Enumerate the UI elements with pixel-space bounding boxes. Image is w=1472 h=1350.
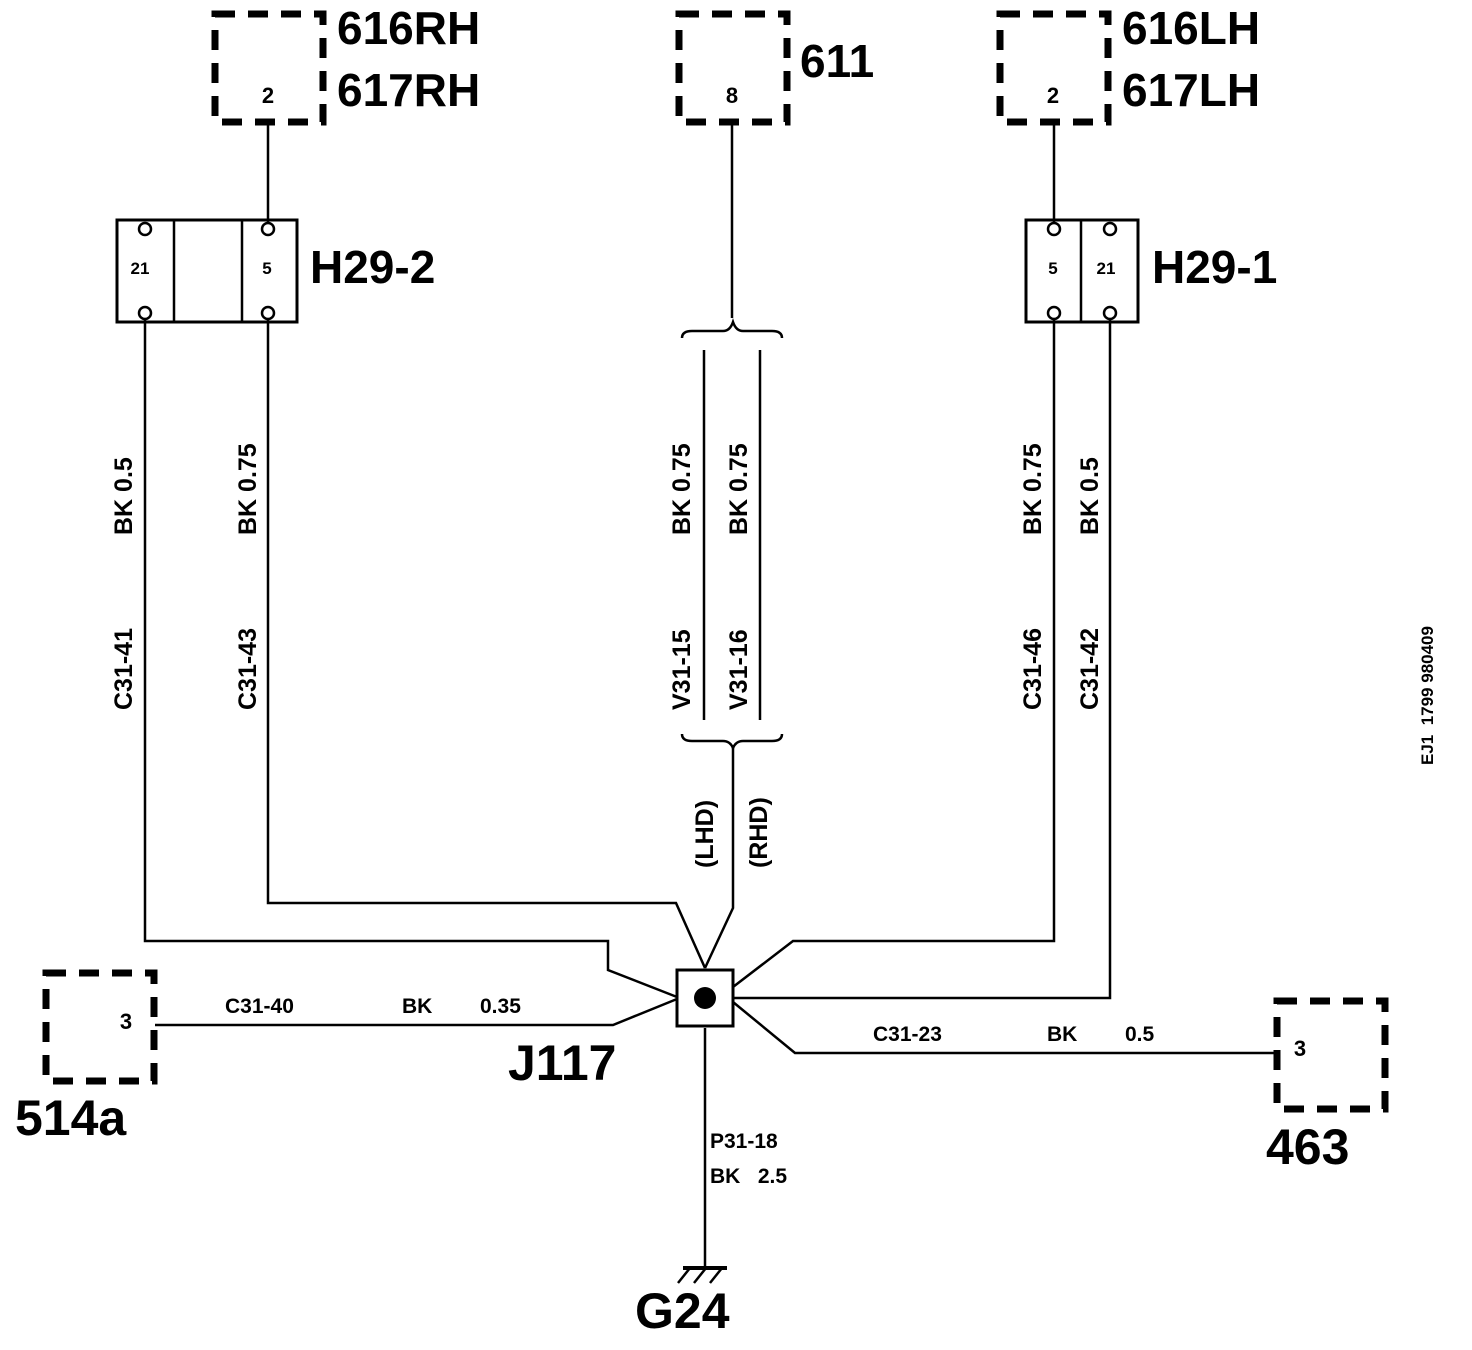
connector-label-h29-2: H29-2 xyxy=(310,241,435,293)
wire-label-c31-23: C31-23 BK 0.5 xyxy=(873,1023,1155,1046)
pin-label: 3 xyxy=(120,1009,132,1034)
connector-h29-1: 5 21 H29-1 xyxy=(1024,218,1277,324)
wire-code: C31-42 xyxy=(1076,628,1104,710)
component-label-617lh: 617LH xyxy=(1122,64,1260,116)
pin-label: 2 xyxy=(1047,83,1059,108)
component-label-611: 611 xyxy=(800,35,874,87)
connector-h29-2: 21 5 H29-2 xyxy=(115,218,435,324)
connector-label-h29-1: H29-1 xyxy=(1152,241,1277,293)
wire-code: C31-40 xyxy=(225,995,294,1018)
wire-label-v31-16: V31-16 BK 0.75 xyxy=(725,443,753,710)
pin-label: 3 xyxy=(1294,1036,1306,1061)
ground-label: G24 xyxy=(635,1283,730,1339)
wire-code: C31-23 xyxy=(873,1023,942,1046)
wire-code: P31-18 xyxy=(710,1130,778,1153)
variant-label-rhd: (RHD) xyxy=(745,797,773,868)
wire-code: C31-46 xyxy=(1019,628,1047,710)
wire-spec: BK 0.5 xyxy=(1076,457,1104,535)
wire-label-c31-46: C31-46 BK 0.75 xyxy=(1019,443,1047,710)
variant-label-lhd: (LHD) xyxy=(691,800,719,868)
wire-label-c31-40: C31-40 BK 0.35 xyxy=(225,995,521,1018)
component-616-617-lh: 616LH 617LH 2 xyxy=(996,2,1260,126)
splice-j117: J117 xyxy=(508,968,735,1091)
diagram-reference: EJ1 1799 980409 xyxy=(1418,626,1437,765)
wire-spec: BK 0.75 xyxy=(234,443,262,535)
splice-label: J117 xyxy=(508,1035,616,1091)
variant-braces xyxy=(680,318,784,752)
wire-spec: BK 0.75 xyxy=(725,443,753,535)
component-611: 611 8 xyxy=(675,10,874,126)
component-463: 3 463 xyxy=(1266,997,1389,1175)
wire-spec: BK 0.75 xyxy=(1019,443,1047,535)
component-label-616rh: 616RH xyxy=(337,2,480,54)
wire-code: C31-43 xyxy=(234,628,262,710)
component-label-616lh: 616LH xyxy=(1122,2,1260,54)
wire-size: 0.35 xyxy=(480,995,521,1018)
wire-code: V31-16 xyxy=(725,629,753,710)
wire-size: 0.5 xyxy=(1125,1023,1155,1046)
wires xyxy=(143,122,1277,1268)
wire-color: BK xyxy=(402,995,432,1018)
component-label-514a: 514a xyxy=(15,1090,127,1146)
wire-label-v31-15: V31-15 BK 0.75 xyxy=(668,443,696,710)
component-label-617rh: 617RH xyxy=(337,64,480,116)
pin-label: 5 xyxy=(262,259,271,278)
wire-color: BK xyxy=(1047,1023,1077,1046)
pin-label: 21 xyxy=(131,259,150,278)
wire-label-c31-43: C31-43 BK 0.75 xyxy=(234,443,262,710)
wire-code: V31-15 xyxy=(668,629,696,710)
ground-g24: G24 xyxy=(635,1266,730,1339)
wire-label-c31-41: C31-41 BK 0.5 xyxy=(110,457,138,710)
wire-spec: BK 0.75 xyxy=(668,443,696,535)
wire-code: C31-41 xyxy=(110,628,138,710)
wire-spec: BK 0.5 xyxy=(110,457,138,535)
pin-label: 5 xyxy=(1048,259,1057,278)
pin-label: 21 xyxy=(1097,259,1116,278)
component-label-463: 463 xyxy=(1266,1119,1349,1175)
wire-label-p31-18: P31-18 BK 2.5 xyxy=(710,1130,787,1188)
wire-label-c31-42: C31-42 BK 0.5 xyxy=(1076,457,1104,710)
wire-spec: BK 2.5 xyxy=(710,1165,787,1188)
pin-label: 8 xyxy=(726,83,738,108)
component-514a: 3 514a xyxy=(15,969,158,1146)
component-616-617-rh: 616RH 617RH 2 xyxy=(211,2,480,126)
pin-label: 2 xyxy=(262,83,274,108)
